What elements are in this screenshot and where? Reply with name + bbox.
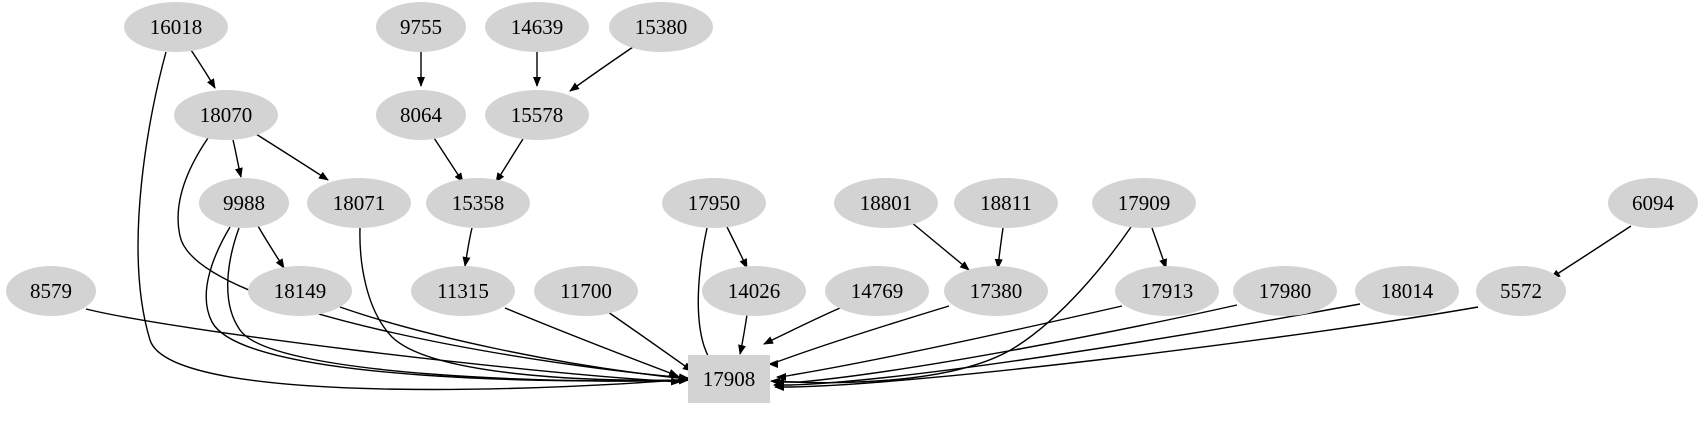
graph-node-label: 18149 [273,278,327,303]
graph-node-label: 18071 [332,190,386,215]
graph-edge-18070-to-17908 [177,137,689,382]
graph-node-11315[interactable]: 11315 [411,266,515,316]
graph-node-11700[interactable]: 11700 [534,266,638,316]
graph-node-label: 9988 [223,190,265,215]
graph-node-8579[interactable]: 8579 [6,266,96,316]
graph-edge-16018-to-18070 [190,49,216,89]
graph-node-8064[interactable]: 8064 [376,90,466,140]
graph-node-label: 11700 [560,278,612,303]
graph-node-17950[interactable]: 17950 [662,178,766,228]
graph-edge-6094-to-5572 [1550,225,1632,279]
graph-edge-8064-to-15358 [433,137,464,183]
graph-node-label: 9755 [400,14,442,39]
graph-node-18014[interactable]: 18014 [1355,266,1459,316]
graph-node-label: 8579 [30,278,72,303]
graph-edge-17980-to-17908 [774,304,1238,386]
graph-node-label: 16018 [149,14,203,39]
graph-edge-9988-to-17908 [227,227,689,385]
graph-node-17909[interactable]: 17909 [1092,178,1196,228]
graph-edge-17909-to-17908 [770,226,1132,386]
graph-node-17913[interactable]: 17913 [1115,266,1219,316]
graph-node-17980[interactable]: 17980 [1233,266,1337,316]
graph-node-label: 8064 [400,102,442,127]
graph-edge-18070-to-18071 [255,133,329,181]
graph-edge-9988-to-18149 [257,225,285,269]
graph-node-label: 18014 [1380,278,1434,303]
graph-edge-18811-to-17380 [994,227,1004,269]
graph-node-label: 15380 [634,14,688,39]
graph-edge-17380-to-17908 [768,305,950,368]
graph-node-label: 17908 [702,366,756,391]
graph-node-label: 15578 [510,102,564,127]
graph-node-17908[interactable]: 17908 [688,355,770,403]
graph-node-9988[interactable]: 9988 [199,178,289,228]
graph-node-label: 14026 [727,278,781,303]
graph-edge-18801-to-17380 [910,221,970,271]
graph-edge-16018-to-17908 [137,51,689,391]
graph-edge-8579-to-17908 [85,308,681,386]
graph-edge-17950-to-14026 [726,226,748,269]
graph-edge-17913-to-17908 [776,305,1123,381]
graph-node-15578[interactable]: 15578 [485,90,589,140]
graph-node-15380[interactable]: 15380 [609,2,713,52]
graph-edge-15358-to-11315 [462,227,473,267]
graph-node-label: 15358 [451,190,505,215]
graph-node-label: 17950 [687,190,741,215]
graph-edge-11700-to-17908 [607,311,693,372]
graph-node-17380[interactable]: 17380 [944,266,1048,316]
graph-node-label: 18811 [980,190,1032,215]
graph-node-label: 17909 [1117,190,1171,215]
graph-node-14639[interactable]: 14639 [485,2,589,52]
graph-node-label: 17380 [969,278,1023,303]
graph-node-label: 11315 [437,278,489,303]
graph-node-18811[interactable]: 18811 [954,178,1058,228]
graph-node-label: 18070 [199,102,253,127]
graph-edge-18149-to-17908 [339,306,689,383]
graph-node-9755[interactable]: 9755 [376,2,466,52]
graph-edge-14769-to-17908 [763,307,841,345]
graph-edge-18014-to-17908 [773,303,1361,389]
graph-edge-15380-to-15578 [569,46,634,92]
graph-node-18070[interactable]: 18070 [174,90,278,140]
graph-node-label: 14639 [510,14,564,39]
graph-edge-18070-to-9988 [232,139,243,178]
graph-node-label: 6094 [1632,190,1674,215]
graph-node-14769[interactable]: 14769 [825,266,929,316]
graph-edge-14026-to-17908 [738,314,748,355]
graph-node-18071[interactable]: 18071 [307,178,411,228]
graph-node-label: 14769 [850,278,904,303]
graph-node-6094[interactable]: 6094 [1608,178,1698,228]
edges-group [85,46,1632,391]
graph-node-label: 5572 [1500,278,1542,303]
graph-node-label: 17980 [1258,278,1312,303]
graph-node-5572[interactable]: 5572 [1476,266,1566,316]
graph-edge-17909-to-17913 [1151,227,1167,269]
graph-node-18801[interactable]: 18801 [834,178,938,228]
graph-edge-11315-to-17908 [504,307,679,377]
graph-edge-18071-to-17908 [359,227,689,385]
graph-edge-15578-to-15358 [495,138,524,183]
graph-edge-5572-to-17908 [774,306,1479,391]
graph-node-label: 18801 [859,190,913,215]
graph-node-label: 17913 [1140,278,1194,303]
graph-node-16018[interactable]: 16018 [124,2,228,52]
graph-node-15358[interactable]: 15358 [426,178,530,228]
graph-node-14026[interactable]: 14026 [702,266,806,316]
graph-node-18149[interactable]: 18149 [248,266,352,316]
